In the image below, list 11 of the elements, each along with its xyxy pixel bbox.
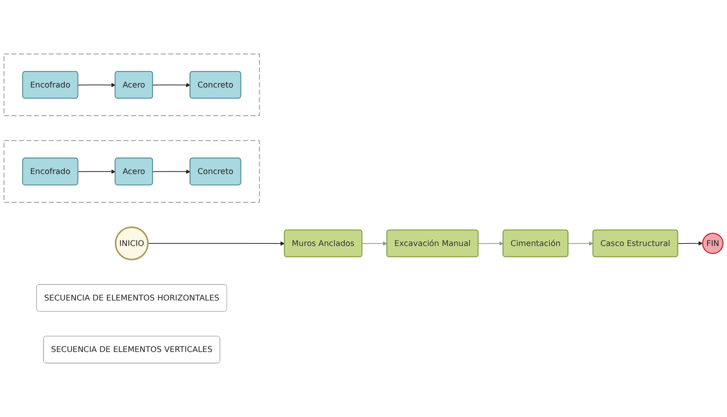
arrow xyxy=(78,82,116,88)
arrow xyxy=(148,241,285,246)
arrow xyxy=(478,241,504,246)
arrow xyxy=(568,241,594,246)
arrow xyxy=(78,169,116,174)
cluster xyxy=(4,140,260,203)
arrow xyxy=(152,82,190,88)
arrow xyxy=(152,169,190,174)
arrow xyxy=(362,241,388,246)
cluster xyxy=(4,54,260,116)
arrow xyxy=(678,241,703,246)
